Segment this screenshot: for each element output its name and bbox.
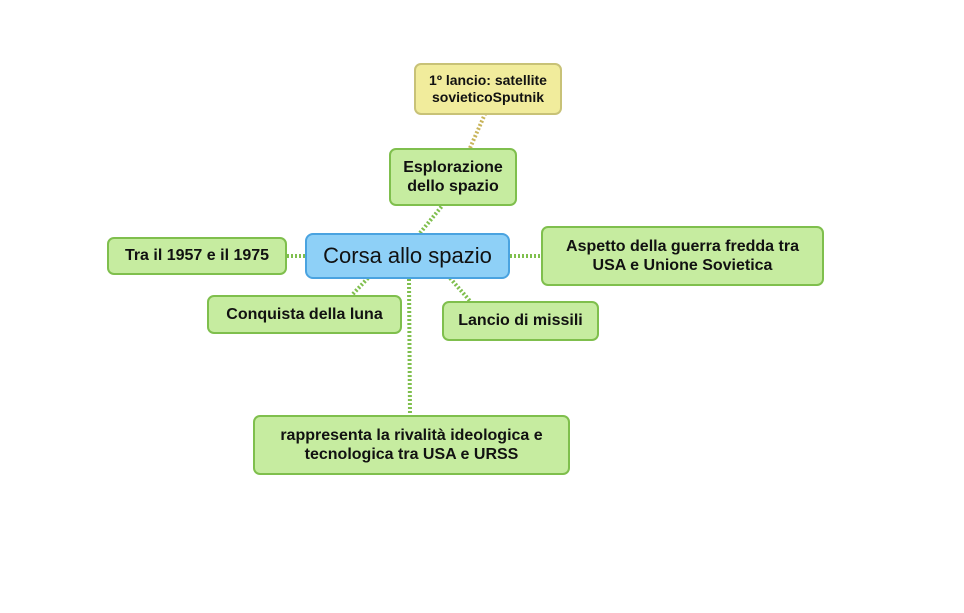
- node-missili-label: Lancio di missili: [458, 312, 583, 330]
- link-missili: [448, 276, 472, 303]
- link-rivalita: [407, 278, 412, 416]
- link-esplorazione: [418, 204, 444, 235]
- node-luna[interactable]: Conquista della luna: [207, 295, 402, 334]
- node-sputnik-label: 1º lancio: satellite sovieticoSputnik: [429, 72, 547, 105]
- link-luna: [350, 276, 370, 297]
- node-esplorazione-label: Esplorazione dello spazio: [403, 158, 503, 195]
- node-esplorazione[interactable]: Esplorazione dello spazio: [389, 148, 517, 206]
- node-rivalita-label: rappresenta la rivalità ideologica e tec…: [280, 426, 543, 463]
- node-guerra-fredda-label: Aspetto della guerra fredda tra USA e Un…: [566, 237, 799, 274]
- node-sputnik[interactable]: 1º lancio: satellite sovieticoSputnik: [414, 63, 562, 115]
- central-node-label: Corsa allo spazio: [323, 242, 492, 268]
- node-periodo[interactable]: Tra il 1957 e il 1975: [107, 237, 287, 275]
- node-periodo-label: Tra il 1957 e il 1975: [124, 247, 270, 265]
- node-guerra-fredda[interactable]: Aspetto della guerra fredda tra USA e Un…: [541, 226, 824, 286]
- link-sputnik: [468, 113, 487, 149]
- node-missili[interactable]: Lancio di missili: [442, 301, 599, 341]
- node-luna-label: Conquista della luna: [226, 305, 383, 323]
- node-rivalita[interactable]: rappresenta la rivalità ideologica e tec…: [253, 415, 570, 475]
- central-node[interactable]: Corsa allo spazio: [305, 233, 510, 279]
